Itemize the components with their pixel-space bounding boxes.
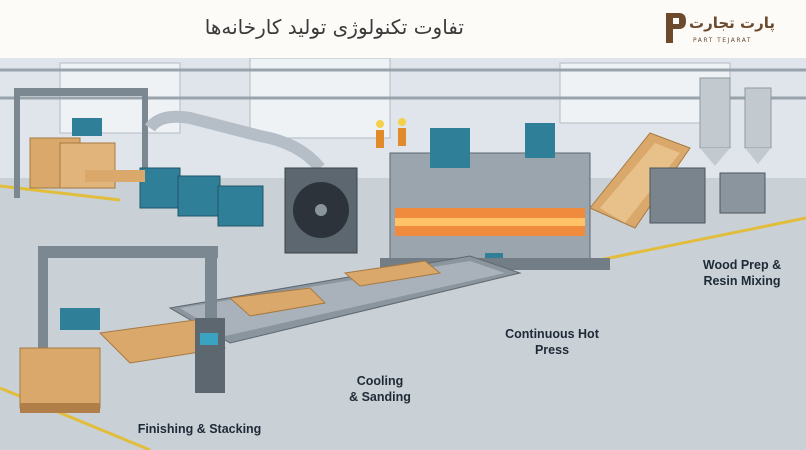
logo-text-en: PART TEJARAT: [693, 37, 753, 44]
stage-label-wood-prep: Wood Prep & Resin Mixing: [702, 258, 782, 288]
logo-mark-icon: [666, 13, 686, 43]
header-bar: تفاوت تکنولوژی تولید کارخانه‌ها پارت تجا…: [0, 0, 806, 58]
back-sanding-machines: [85, 110, 325, 227]
page-title: تفاوت تکنولوژی تولید کارخانه‌ها: [204, 15, 464, 39]
company-logo: پارت تجارت PART TEJARAT: [663, 10, 793, 50]
main-conveyor: [168, 255, 522, 344]
front-gantry-stacker: [19, 246, 227, 413]
factory-illustration: Wood Prep & Resin Mixing Continuous Hot …: [0, 57, 806, 450]
wood-prep-equipment: [649, 77, 772, 224]
cooling-fan: [284, 167, 358, 254]
continuous-hot-press: [380, 123, 610, 275]
wood-chip-incline-conveyor: [589, 132, 691, 229]
stage-label-finishing-stacking: Finishing & Stacking: [137, 422, 262, 436]
workers: [376, 118, 406, 148]
stage-label-hot-press: Continuous Hot Press: [505, 327, 599, 357]
logo-text-fa: پارت تجارت: [689, 14, 775, 32]
factory-scene: [0, 57, 806, 450]
stage-label-cooling-sanding: Cooling & Sanding: [349, 374, 411, 404]
